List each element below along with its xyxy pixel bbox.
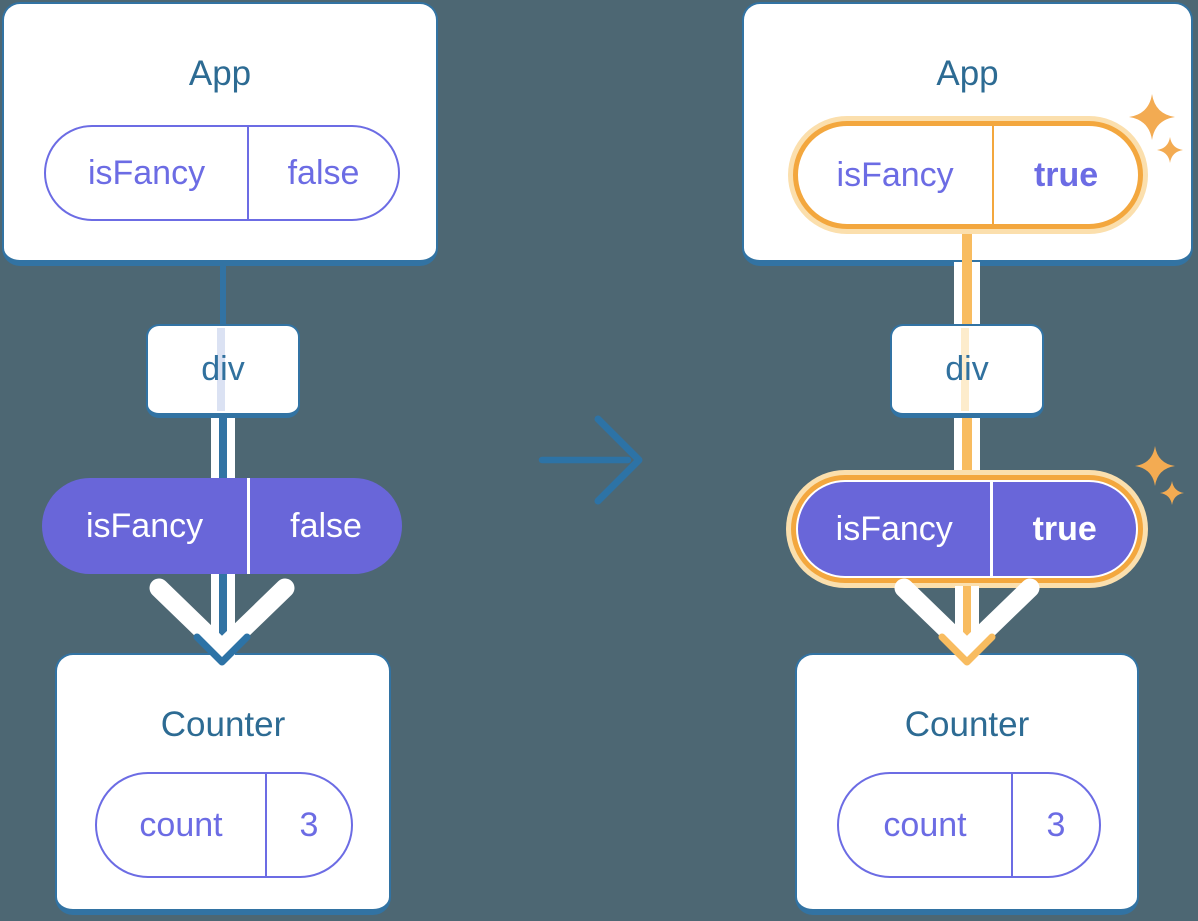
div-node-label: div (201, 350, 245, 388)
counter-card-after: Counter count 3 (795, 653, 1139, 915)
prop-thread-core (962, 262, 972, 326)
state-value: true (992, 126, 1138, 224)
arrow-right-icon (538, 415, 643, 505)
prop-key: isFancy (85, 506, 204, 545)
prop-thread-core (219, 417, 227, 480)
state-value: false (247, 127, 398, 219)
highlight-ring: isFancy true (788, 116, 1148, 234)
props-chevron-icon (894, 578, 1040, 659)
prop-value: true (990, 482, 1136, 576)
prop-arrow-shaft-core (963, 586, 971, 658)
sparkle-icon (1135, 446, 1184, 505)
state-key: isFancy (836, 155, 954, 194)
prop-thread-faded (217, 328, 225, 411)
prop-thread-core (962, 417, 972, 474)
prop-pill-isfancy-false: isFancy false (42, 478, 402, 574)
state-pill-count: count 3 (95, 772, 353, 878)
state-pill-count: count 3 (837, 772, 1101, 878)
state-pill-isfancy-true: isFancy true (793, 121, 1143, 229)
state-pill-isfancy-false: isFancy false (44, 125, 400, 221)
component-title: App (936, 54, 999, 93)
prop-arrow-shaft (211, 574, 235, 656)
component-title: App (188, 54, 252, 93)
state-key: isFancy (87, 153, 206, 192)
highlight-ring: isFancy true (786, 470, 1148, 588)
state-key: count (139, 805, 223, 844)
div-node-label: div (945, 350, 989, 388)
prop-key: isFancy (835, 509, 953, 548)
state-value: 3 (1011, 774, 1099, 876)
component-title: Counter (160, 705, 286, 744)
counter-card-before: Counter count 3 (55, 653, 391, 915)
prop-thread-app-internal (962, 228, 972, 264)
component-title: Counter (904, 705, 1030, 744)
prop-arrow-shaft-core (219, 574, 227, 658)
prop-thread-faded (961, 328, 969, 411)
prop-pill-isfancy-true: isFancy true (791, 475, 1143, 583)
edge-app-to-div (220, 264, 226, 326)
prop-value: false (247, 478, 402, 574)
state-key: count (883, 805, 967, 844)
app-card-before: App isFancy false (2, 2, 438, 266)
div-node-before: div (146, 324, 300, 418)
state-value: 3 (265, 774, 351, 876)
div-node-after: div (890, 324, 1044, 418)
prop-arrow-shaft (955, 586, 979, 656)
props-chevron-icon (149, 578, 295, 659)
